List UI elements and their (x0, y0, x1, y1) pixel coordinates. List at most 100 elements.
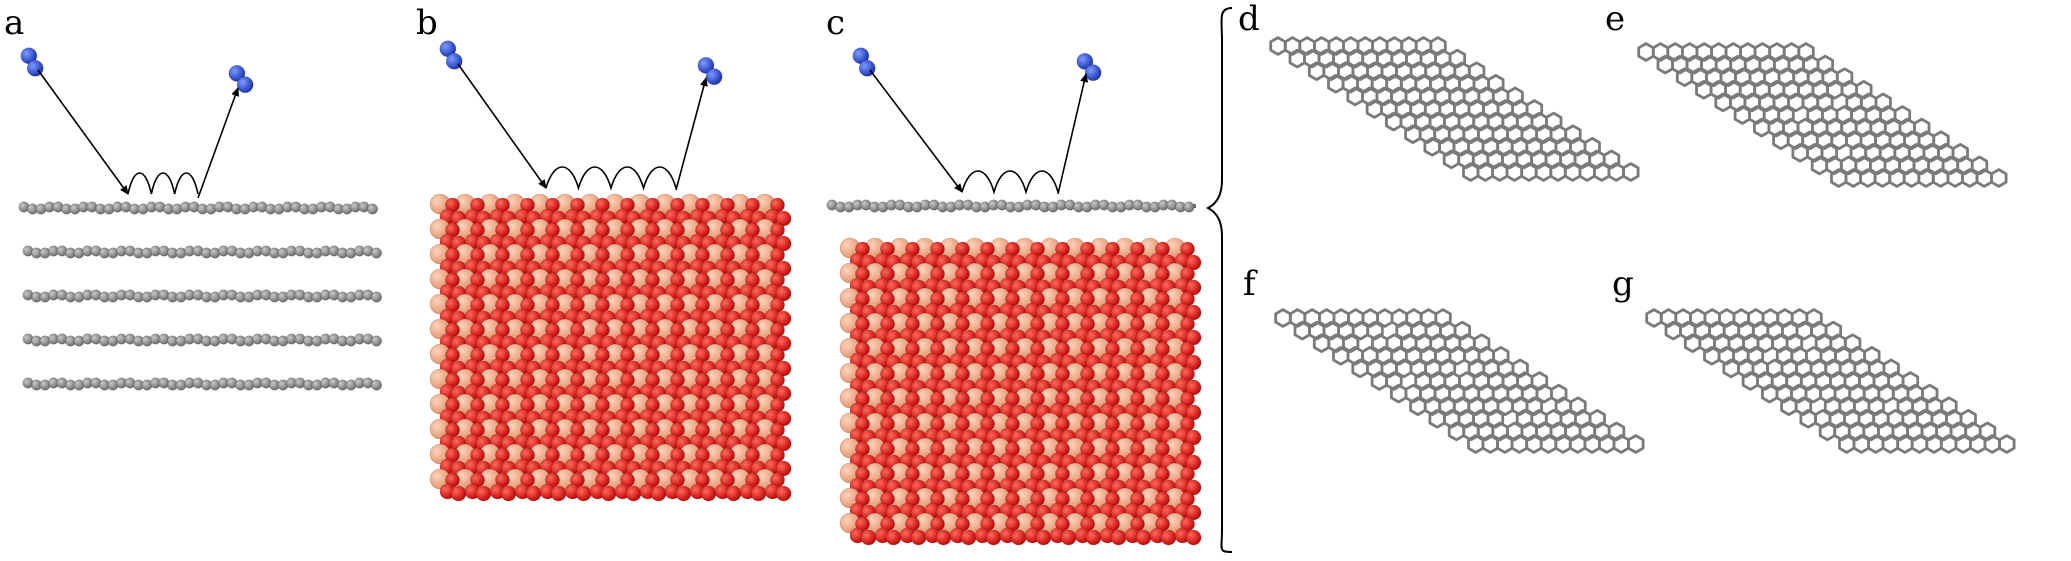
oxide-slab (429, 193, 792, 502)
oxygen-atom (775, 335, 792, 352)
oxygen-atom (550, 485, 567, 502)
carbon-atom (370, 247, 382, 259)
oxygen-atom (1185, 429, 1202, 446)
oxygen-atom (775, 485, 792, 502)
panel-a-graphite (18, 47, 382, 391)
oxygen-atom (1010, 529, 1027, 546)
hexagon-ring (1627, 434, 1645, 454)
oxygen-atom (775, 235, 792, 252)
carbon-atom (370, 379, 382, 391)
oxygen-atom (1060, 529, 1077, 546)
oxygen-atom (960, 529, 977, 546)
graphene-sheet (1637, 42, 2008, 188)
graphene-layer (22, 245, 382, 259)
graphene-sheet (1274, 308, 1645, 454)
oxygen-atom (775, 310, 792, 327)
panel-f-graphene (1274, 308, 1645, 454)
panel-b-oxide (429, 40, 792, 502)
graphene-sheet (1269, 36, 1640, 182)
oxygen-atom (775, 435, 792, 452)
n2-molecule-icon (697, 57, 723, 85)
panel-g-graphene (1645, 308, 2016, 454)
oxygen-atom (1035, 529, 1052, 546)
curly-brace (1205, 7, 1233, 553)
nitrogen-atom (1084, 64, 1102, 81)
nitrogen-atom (705, 68, 723, 85)
oxygen-atom (910, 529, 927, 546)
graphene-layer (22, 333, 382, 347)
nitrogen-atom (697, 57, 715, 74)
n2-molecule-icon (228, 65, 254, 93)
oxide-slab (839, 237, 1202, 546)
oxygen-atom (750, 485, 767, 502)
carbon-atom (1183, 201, 1195, 213)
oxygen-atom (775, 460, 792, 477)
oxygen-atom (1185, 329, 1202, 346)
oxygen-atom (525, 485, 542, 502)
panel-label-b: b (416, 3, 438, 43)
graphene-layer (18, 201, 378, 215)
graphene-sheet (1645, 308, 2016, 454)
oxygen-atom (775, 210, 792, 227)
incoming-trajectory (457, 63, 547, 189)
oxygen-atom (600, 485, 617, 502)
hexagon-ring (1645, 308, 1663, 328)
surface-wiggle (127, 172, 199, 195)
carbon-atom (366, 203, 378, 215)
oxygen-atom (775, 410, 792, 427)
hexagon-ring (1622, 162, 1640, 182)
oxygen-atom (1185, 379, 1202, 396)
graphene-layer (826, 199, 1196, 213)
hexagon-ring (1376, 308, 1394, 328)
panel-label-d: d (1238, 0, 1260, 39)
oxygen-atom (650, 485, 667, 502)
oxygen-atom (1185, 354, 1202, 371)
surface-wiggle (545, 166, 677, 191)
panel-label-f: f (1243, 264, 1258, 304)
oxygen-atom (500, 485, 517, 502)
nitrogen-atom (236, 76, 254, 93)
panel-e-graphene (1637, 42, 2008, 188)
oxygen-atom (1110, 529, 1127, 546)
oxygen-atom (725, 485, 742, 502)
oxygen-atom (675, 485, 692, 502)
oxygen-atom (1185, 404, 1202, 421)
panel-d-graphene (1269, 36, 1640, 182)
oxygen-atom (860, 529, 877, 546)
hexagon-ring (1998, 434, 2016, 454)
oxygen-atom (775, 385, 792, 402)
oxygen-atom (775, 260, 792, 277)
carbon-atom (370, 335, 382, 347)
oxygen-atom (1185, 279, 1202, 296)
panel-label-a: a (4, 3, 24, 43)
oxygen-atom (450, 485, 467, 502)
oxygen-atom (1085, 529, 1102, 546)
graphene-layer (22, 377, 382, 391)
panel-label-g: g (1612, 264, 1634, 304)
panel-label-e: e (1605, 0, 1625, 39)
hexagon-ring (1990, 168, 2008, 188)
outgoing-trajectory (197, 87, 240, 199)
oxygen-atom (475, 485, 492, 502)
outgoing-trajectory (675, 77, 708, 191)
hexagon-ring (1637, 42, 1655, 62)
oxygen-atom (775, 285, 792, 302)
n2-molecule-icon (1076, 53, 1102, 81)
oxygen-atom (1185, 529, 1202, 546)
hexagon-ring (1269, 36, 1287, 56)
oxygen-atom (985, 529, 1002, 546)
oxygen-atom (885, 529, 902, 546)
oxygen-atom (1185, 304, 1202, 321)
oxygen-atom (575, 485, 592, 502)
graphene-layer (22, 289, 382, 303)
incoming-trajectory (37, 69, 129, 195)
oxygen-atom (700, 485, 717, 502)
carbon-atom (370, 291, 382, 303)
surface-wiggle (961, 170, 1059, 195)
oxygen-atom (1135, 529, 1152, 546)
oxygen-atom (935, 529, 952, 546)
oxygen-atom (1160, 529, 1177, 546)
nitrogen-atom (228, 65, 246, 82)
